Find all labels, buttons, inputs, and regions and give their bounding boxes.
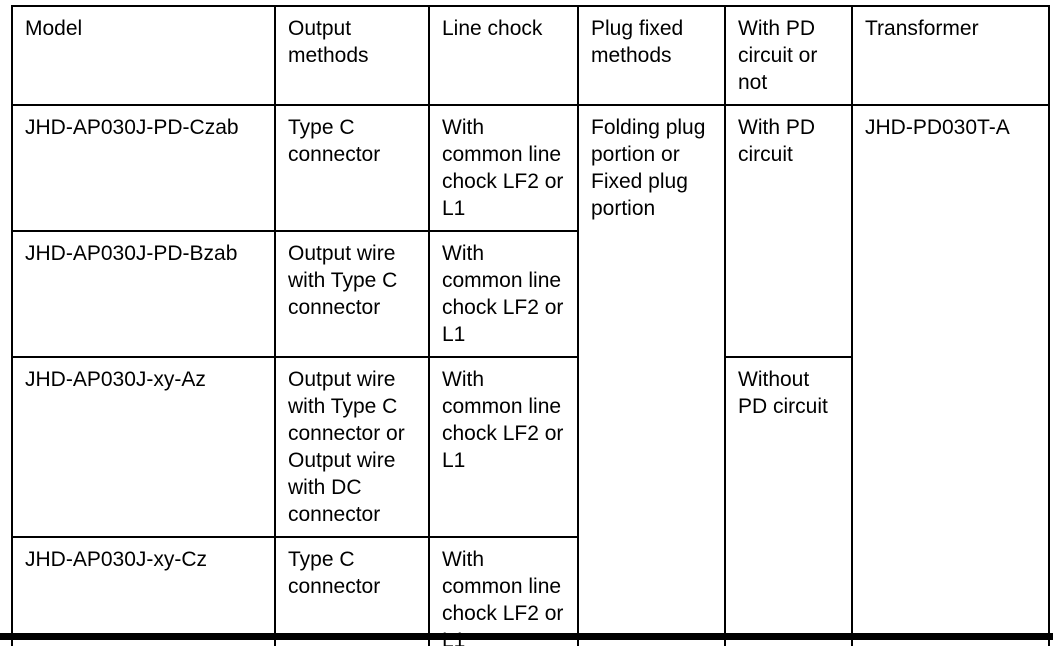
cell-line-chock: With common line chock LF2 or L1: [428, 356, 579, 538]
cell-output-methods: Output wire with Type C connector or Out…: [274, 356, 430, 538]
header-cell-transformer: Transformer: [851, 5, 1050, 106]
model-spec-table: Model Output methods Line chock Plug fix…: [11, 5, 1050, 646]
header-cell-with-pd-circuit-or-not: With PD circuit or not: [724, 5, 853, 106]
cell-output-methods: Type C connector: [274, 536, 430, 646]
cell-model: JHD-AP030J-PD-Czab: [11, 104, 276, 232]
table-row: JHD-AP030J-xy-Cz Type C connector With c…: [11, 536, 1049, 646]
table-row: JHD-AP030J-PD-Czab Type C connector With…: [11, 104, 1050, 646]
cell-line-chock: With common line chock LF2 or L1: [428, 230, 579, 358]
cell-line-chock: With common line chock LF2 or L1: [428, 104, 579, 232]
cell-plug-fixed-methods-merged: Folding plug portion or Fixed plug porti…: [577, 104, 726, 646]
cell-transformer-merged: JHD-PD030T-A: [851, 104, 1050, 646]
table-row: JHD-AP030J-PD-Bzab Output wire with Type…: [11, 230, 1049, 358]
table-header-row: Model Output methods Line chock Plug fix…: [11, 5, 1050, 106]
page-bottom-rule: [0, 633, 1053, 640]
cell-line-chock: With common line chock LF2 or L1: [428, 536, 579, 646]
header-cell-output-methods: Output methods: [274, 5, 430, 106]
cell-without-pd-circuit: Without PD circuit: [724, 356, 853, 646]
cell-with-pd-circuit: With PD circuit: [724, 104, 853, 358]
cell-model: JHD-AP030J-xy-Cz: [11, 536, 276, 646]
cell-model: JHD-AP030J-PD-Bzab: [11, 230, 276, 358]
header-cell-line-chock: Line chock: [428, 5, 579, 106]
table-row: JHD-AP030J-xy-Az Output wire with Type C…: [11, 356, 1049, 646]
header-cell-model: Model: [11, 5, 276, 106]
header-cell-plug-fixed-methods: Plug fixed methods: [577, 5, 726, 106]
cell-output-methods: Output wire with Type C connector: [274, 230, 430, 358]
cell-output-methods: Type C connector: [274, 104, 430, 232]
cell-model: JHD-AP030J-xy-Az: [11, 356, 276, 538]
